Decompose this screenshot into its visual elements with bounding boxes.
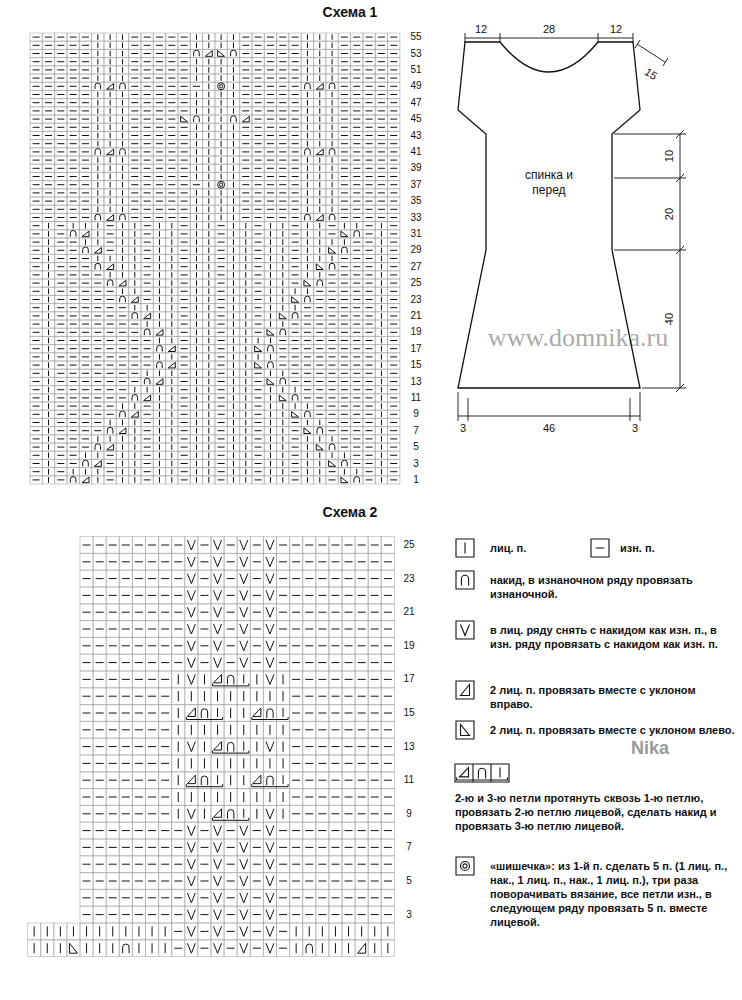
- row-number: 19: [410, 327, 421, 339]
- dimension-label: 12: [610, 23, 622, 36]
- garment-outline: спинка и перед: [458, 38, 641, 390]
- garment-shape: [458, 38, 641, 390]
- row-number: 11: [404, 774, 414, 786]
- row-number: 31: [410, 228, 421, 240]
- row-number: 53: [410, 48, 421, 60]
- chart-2-grid: [28, 537, 395, 957]
- chart-title: Схема 2: [323, 504, 378, 520]
- legend-text: 2 лиц. п. провязать вместе с уклоном вле…: [490, 723, 735, 737]
- row-number: 5: [406, 875, 412, 887]
- row-number: 21: [410, 310, 421, 322]
- row-number: 37: [410, 179, 421, 191]
- row-number: 21: [403, 606, 414, 618]
- dimension-label: 12: [475, 23, 487, 36]
- row-number: 17: [403, 674, 414, 686]
- row-number: 43: [410, 130, 421, 142]
- legend-text: 2 лиц. п. провязать вместе с уклоном впр…: [490, 683, 735, 711]
- row-number: 33: [410, 212, 421, 224]
- row-number: 55: [410, 31, 421, 43]
- legend-text: «шишечка»: из 1-й п. сделать 5 п. (1 лиц…: [490, 859, 735, 929]
- row-number: 35: [410, 195, 421, 207]
- row-number: 29: [410, 245, 421, 257]
- legend-text: в лиц. ряду снять с накидом как изн. п.,…: [490, 623, 735, 651]
- row-number: 51: [410, 64, 421, 76]
- row-number: 1: [413, 474, 419, 486]
- row-number: 23: [410, 294, 421, 306]
- row-number: 45: [410, 113, 421, 125]
- dimension-label: 3: [632, 422, 638, 435]
- hem-dimension: [458, 392, 640, 421]
- shoulder-dimension: [635, 40, 668, 66]
- watermark: Nika: [631, 738, 669, 759]
- row-number: 13: [410, 376, 421, 388]
- row-number: 15: [410, 359, 421, 371]
- row-number: 19: [403, 640, 414, 652]
- row-number: 9: [413, 409, 419, 421]
- legend-text: накид, в изнаночном ряду провязать изнан…: [490, 573, 735, 601]
- chart-title: Схема 1: [323, 4, 378, 20]
- row-number: 5: [413, 441, 419, 453]
- row-number: 3: [406, 909, 412, 921]
- dimension-label: 28: [543, 23, 555, 36]
- dimension-label: 15: [642, 65, 659, 82]
- row-number: 15: [403, 707, 414, 719]
- row-number: 49: [410, 81, 421, 93]
- chart-1-symbols: [33, 34, 398, 482]
- legend-text: изн. п.: [620, 541, 700, 555]
- garment-label: спинка и перед: [509, 168, 589, 198]
- row-number: 9: [406, 808, 412, 820]
- row-number: 25: [410, 277, 421, 289]
- chart-2-symbols: [34, 540, 392, 953]
- row-number: 7: [413, 425, 419, 437]
- dimension-label: 46: [543, 422, 555, 435]
- row-number: 23: [403, 573, 414, 585]
- chart-1-grid: [30, 33, 400, 484]
- dimension-label: 10: [663, 150, 676, 162]
- legend-text: 2-ю и 3-ю петли протянуть сквозь 1-ю пет…: [455, 791, 735, 833]
- row-number: 7: [406, 842, 412, 854]
- row-number: 11: [411, 392, 421, 404]
- watermark: www.domnika.ru: [486, 323, 670, 353]
- row-number: 41: [410, 146, 421, 158]
- legend-text: лиц. п.: [490, 541, 590, 555]
- row-number: 47: [410, 97, 421, 109]
- row-number: 27: [410, 261, 421, 273]
- garment-path: [458, 42, 640, 388]
- row-number: 3: [413, 458, 419, 470]
- dimension-label: 20: [663, 208, 676, 220]
- row-number: 25: [403, 539, 414, 551]
- row-number: 13: [403, 741, 414, 753]
- row-number: 39: [410, 163, 421, 175]
- row-number: 17: [410, 343, 421, 355]
- dimension-label: 3: [460, 422, 466, 435]
